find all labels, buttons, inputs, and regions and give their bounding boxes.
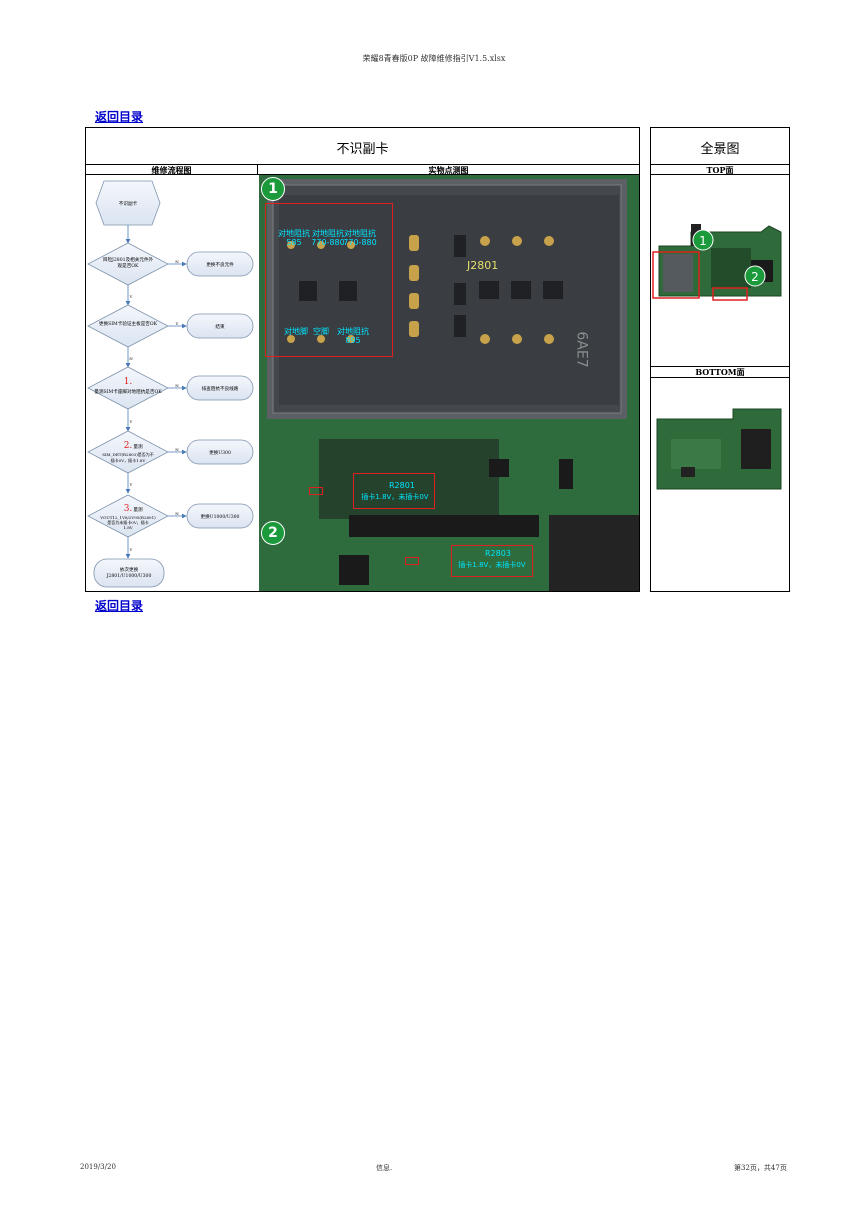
page-header: 荣耀8青春版0P 故障维修指引V1.5.xlsx xyxy=(362,54,506,63)
marker-1: 1 xyxy=(261,177,285,201)
flow-d3: 量测SIM卡座脚对地阻抗是否OK xyxy=(94,388,162,395)
r2803-note: 插卡1.8V，未插卡0V xyxy=(458,561,526,569)
start-node xyxy=(95,180,161,226)
chip-marking: 6AE7 xyxy=(573,331,590,368)
flow-a5: 更换U1000/U300 xyxy=(201,513,240,520)
top-label: TOP面 xyxy=(651,164,789,175)
repair-flowchart: 不识副卡 目检J2801及相关元件外观是否OK 更换SIM卡验证主板是否OK 1… xyxy=(87,180,254,588)
svg-text:2: 2 xyxy=(751,270,759,284)
label-n: N xyxy=(175,259,179,264)
flow-d2: 更换SIM卡验证主板是否OK xyxy=(99,320,158,327)
pano-panel xyxy=(650,127,790,592)
svg-text:1: 1 xyxy=(699,234,707,248)
flow-n4: 2. xyxy=(124,441,133,451)
main-title: 不识副卡 xyxy=(336,142,389,157)
main-panel xyxy=(85,127,640,592)
marker-2: 2 xyxy=(261,521,285,545)
pano-title: 全景图 xyxy=(700,142,740,157)
flow-n3: 1. xyxy=(124,377,133,387)
flow-a3: 排查阻抗不良线路 xyxy=(202,385,239,392)
flow-header: 维修流程图 xyxy=(86,164,258,175)
flow-d4a: 量测 xyxy=(133,443,143,450)
flow-a1: 更换不良元件 xyxy=(206,261,234,268)
ann-pin5: 空脚 xyxy=(313,327,329,336)
footer-mid: 信息. xyxy=(376,1164,393,1172)
ref-r2803: R2803 xyxy=(485,549,511,558)
ref-r2801: R2801 xyxy=(389,481,415,490)
flow-d4b: SIM_DET(R2803)是否为不插卡0V，插卡1.8V xyxy=(102,451,154,463)
r2801-note: 插卡1.8V，未插卡0V xyxy=(361,493,429,501)
bottom-board-image xyxy=(656,408,782,490)
label-n: N xyxy=(175,511,179,516)
flow-a4: 更换U300 xyxy=(209,449,231,456)
flow-d5a: 量测 xyxy=(133,506,143,513)
top-board-image: 1 2 xyxy=(652,224,782,301)
flow-a2: 结束 xyxy=(215,323,225,330)
ref-j2801: J2801 xyxy=(467,259,499,272)
flow-d1: 目检J2801及相关元件外观是否OK xyxy=(103,256,154,269)
label-n: N xyxy=(175,383,179,388)
flow-n5: 3. xyxy=(124,504,133,514)
label-y: Y xyxy=(129,419,133,424)
label-y: Y xyxy=(175,321,179,326)
photo-header: 实物点测图 xyxy=(258,164,639,175)
footer-page: 第32页，共47页 xyxy=(734,1164,787,1172)
label-y: Y xyxy=(129,547,133,552)
back-to-toc-link-bottom[interactable]: 返回目录 xyxy=(95,599,144,613)
flow-start: 不识副卡 xyxy=(119,200,138,207)
label-n: N xyxy=(129,356,133,361)
bottom-label: BOTTOM面 xyxy=(651,366,789,378)
label-n: N xyxy=(175,447,179,452)
ann-pin4: 对地脚 xyxy=(284,327,308,336)
footer-date: 2019/3/20 xyxy=(80,1163,116,1171)
label-y: Y xyxy=(129,294,133,299)
back-to-toc-link-top[interactable]: 返回目录 xyxy=(95,110,144,124)
label-y: Y xyxy=(129,482,133,487)
